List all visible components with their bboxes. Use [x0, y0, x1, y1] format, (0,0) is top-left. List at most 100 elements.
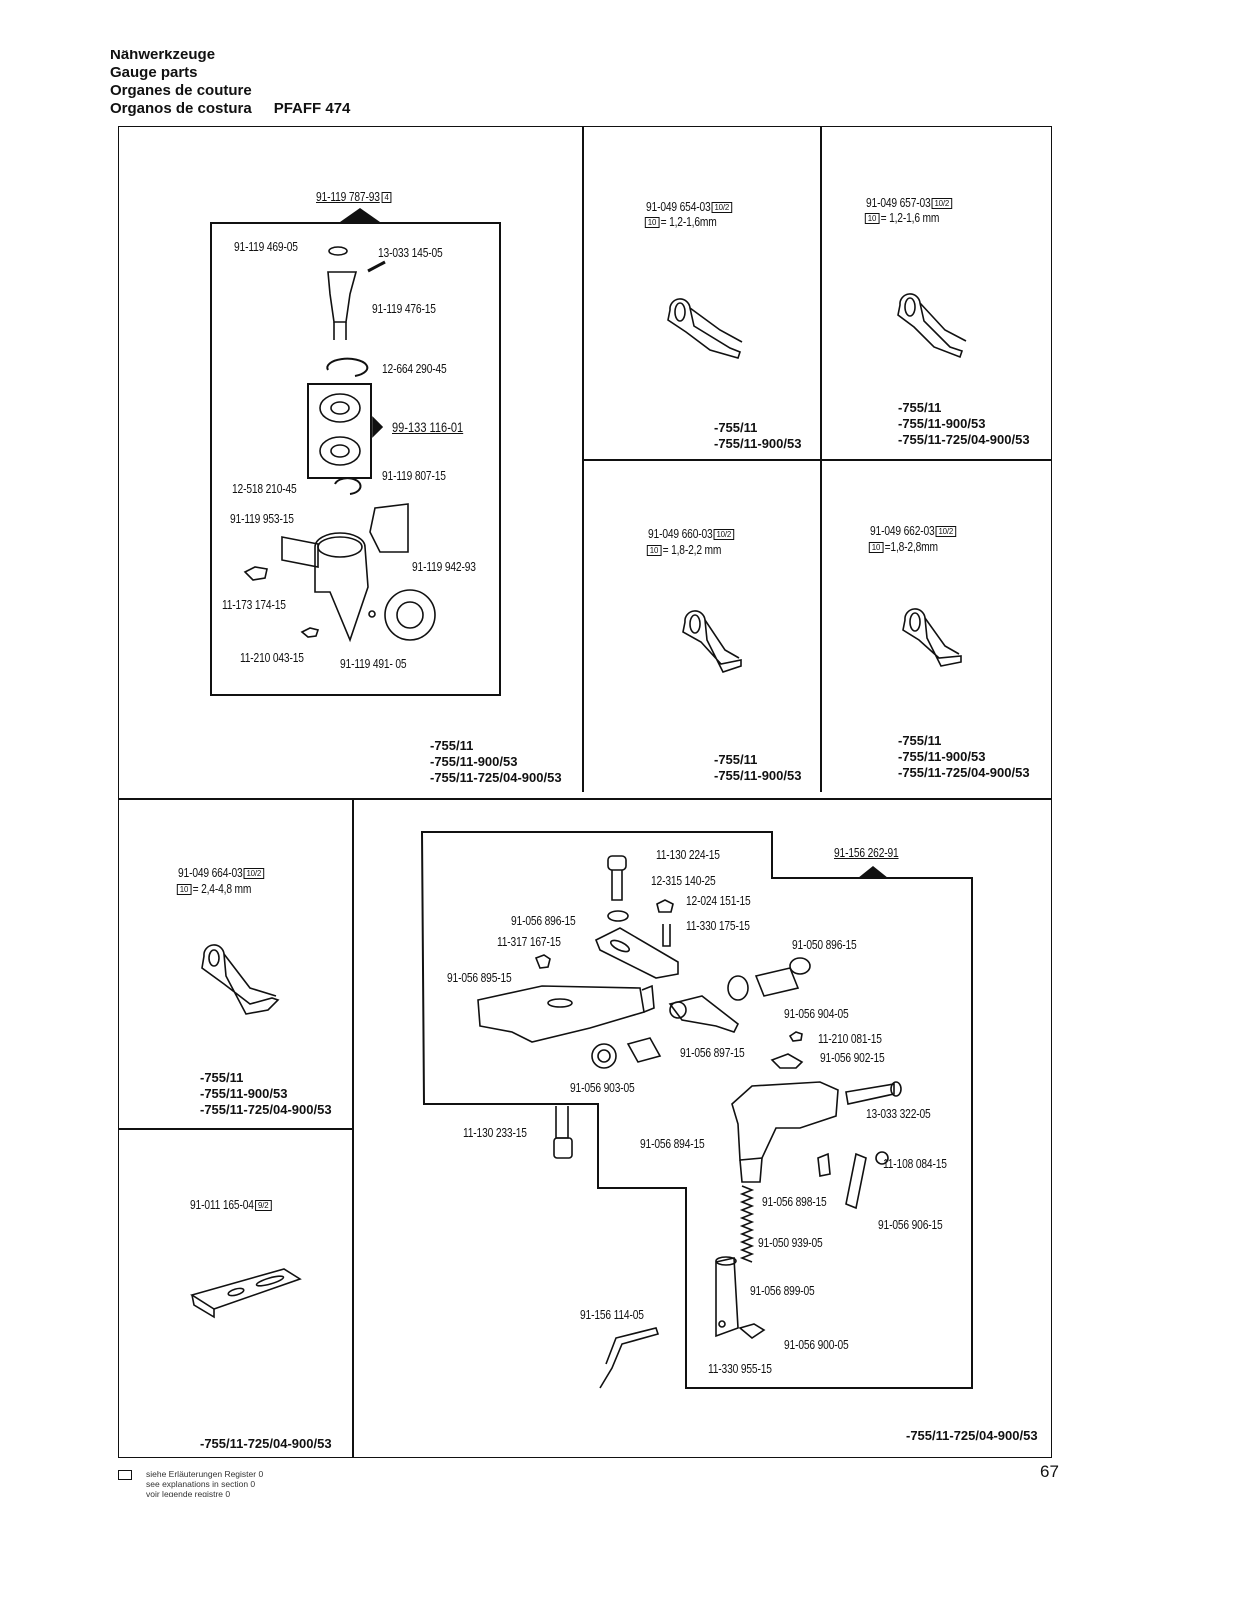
register-tag: 10/2 — [243, 868, 264, 880]
variant: -755/11 — [200, 1070, 244, 1085]
part-label: 13-033 322-05 — [866, 1107, 931, 1121]
part-label: 91-050 939-05 — [758, 1236, 823, 1250]
gauge-spec: 10 = 1,8-2,2 mm — [646, 543, 721, 557]
divider — [118, 1128, 352, 1130]
variant: -755/11-900/53 — [714, 768, 802, 783]
gauge-spec: 10 = 2,4-4,8 mm — [176, 882, 252, 896]
part-label: 91-056 900-05 — [784, 1338, 849, 1352]
header-es-text: Organos de costura — [110, 100, 252, 117]
presser-assembly-drawing — [477, 855, 902, 1389]
legend-box-icon — [118, 1470, 132, 1480]
part-label: 12-518 210-45 — [232, 482, 297, 496]
variant: -755/11-725/04-900/53 — [906, 1428, 1038, 1443]
divider — [582, 459, 1052, 461]
part-label: 91-119 807-15 — [382, 469, 446, 483]
variant: -755/11 — [430, 738, 474, 753]
part-label: 91-056 904-05 — [784, 1007, 849, 1021]
spec-text: =1,8-2,8mm — [884, 540, 939, 554]
spec-tag: 10 — [644, 217, 660, 229]
part-label: 11-330 175-15 — [686, 919, 750, 933]
part-number-text: 91-011 165-04 — [190, 1198, 254, 1212]
part-label: 99-133 116-01 — [392, 420, 464, 435]
part-number-text: 91-049 660-03 — [648, 527, 713, 541]
variant: -755/11-725/04-900/53 — [898, 432, 1030, 447]
part-label: 91-056 906-15 — [878, 1218, 943, 1232]
part-label: 12-024 151-15 — [686, 894, 751, 908]
part-label: 91-056 895-15 — [447, 971, 512, 985]
register-tag: 10/2 — [713, 529, 734, 541]
register-tag: 10/2 — [931, 198, 952, 210]
part-label: 11-130 224-15 — [656, 848, 720, 862]
variant: -755/11-725/04-900/53 — [200, 1102, 332, 1117]
variant-list: -755/11 -755/11-900/53 -755/11-725/04-90… — [200, 1070, 332, 1118]
assembly-box — [210, 222, 501, 696]
header-fr: Organes de couture — [110, 82, 252, 99]
part-label: 91-050 896-15 — [792, 938, 857, 952]
gauge-spec: 10 =1,8-2,8mm — [868, 540, 939, 554]
gauge-part-drawing — [902, 608, 962, 667]
part-label: 12-664 290-45 — [382, 362, 447, 376]
assembly-number-text: 91-119 787-93 — [316, 190, 380, 204]
part-label: 91-156 114-05 — [580, 1308, 644, 1322]
part-label: 11-173 174-15 — [222, 598, 286, 612]
part-label: 11-108 084-15 — [883, 1157, 947, 1171]
model-name: PFAFF 474 — [273, 100, 351, 117]
part-label: 11-130 233-15 — [463, 1126, 527, 1140]
part-label: 91-056 894-15 — [640, 1137, 705, 1151]
part-number-text: 91-049 664-03 — [178, 866, 243, 880]
part-label: 11-210 081-15 — [818, 1032, 882, 1046]
gauge-part-drawing — [682, 610, 742, 673]
part-label: 91-119 942-93 — [412, 560, 476, 574]
part-number-text: 91-049 662-03 — [870, 524, 935, 538]
part-number-text: 91-049 654-03 — [646, 200, 711, 214]
spec-text: = 2,4-4,8 mm — [192, 882, 252, 896]
assembly-number: 91-156 262-91 — [834, 846, 899, 860]
register-tag: 4 — [381, 192, 392, 204]
variant: -755/11 — [714, 752, 758, 767]
footnote-fr: voir legende registre 0 — [146, 1489, 231, 1497]
header-es: Organos de costura PFAFF 474 — [110, 100, 350, 118]
variant: -755/11-725/04-900/53 — [898, 765, 1030, 780]
pointer-arrow-icon — [340, 208, 380, 222]
footnote: siehe Erläuterungen Register 0 see expla… — [146, 1469, 263, 1497]
gauge-spec: 10 = 1,2-1,6 mm — [864, 211, 940, 225]
footnote-de: siehe Erläuterungen Register 0 — [146, 1469, 264, 1479]
part-label: 11-330 955-15 — [708, 1362, 772, 1376]
part-label: 91-056 903-05 — [570, 1081, 635, 1095]
variant: -755/11-900/53 — [200, 1086, 288, 1101]
divider — [352, 798, 354, 1458]
part-label: 91-119 491- 05 — [340, 657, 407, 671]
variant: -755/11-725/04-900/53 — [200, 1436, 332, 1451]
spec-tag: 10 — [868, 542, 884, 554]
variant-list: -755/11 -755/11-900/53 — [714, 752, 801, 784]
register-tag: 10/2 — [711, 202, 732, 214]
register-tag: 10/2 — [935, 526, 956, 538]
variant: -755/11 — [714, 420, 758, 435]
variant: -755/11 — [898, 733, 942, 748]
header-en: Gauge parts — [110, 64, 198, 81]
spindle-assembly-drawing — [243, 246, 436, 643]
part-label: 13-033 145-05 — [378, 246, 443, 260]
divider — [118, 798, 1052, 800]
spec-tag: 10 — [176, 884, 192, 896]
spec-text: = 1,2-1,6 mm — [880, 211, 940, 225]
part-label: 11-317 167-15 — [497, 935, 561, 949]
gauge-part-drawing — [897, 293, 967, 359]
page-header: Nähwerkzeuge Gauge parts Organes de cout… — [110, 50, 350, 118]
part-label: 91-119 469-05 — [234, 240, 298, 254]
spec-tag: 10 — [864, 213, 880, 225]
gauge-spec: 10 = 1,2-1,6mm — [644, 215, 717, 229]
pointer-arrow-icon — [858, 866, 888, 878]
parts-frame — [118, 126, 1052, 1458]
gauge-part-drawing — [667, 298, 743, 359]
part-label: 11-210 043-15 — [240, 651, 304, 665]
variant: -755/11-725/04-900/53 — [430, 770, 562, 785]
spec-text: = 1,2-1,6mm — [660, 215, 717, 229]
variant: -755/11-900/53 — [898, 749, 986, 764]
part-label: 91-056 897-15 — [680, 1046, 745, 1060]
